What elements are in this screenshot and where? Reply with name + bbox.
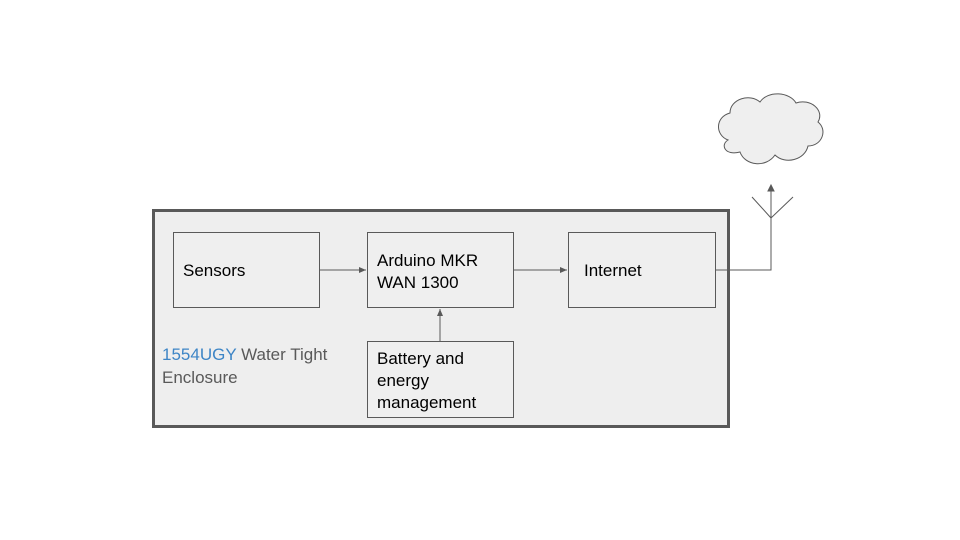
internet-block: Internet — [568, 232, 716, 308]
sensors-label: Sensors — [183, 261, 246, 280]
connector-internet-to-antenna — [716, 218, 772, 271]
sensors-block: Sensors — [173, 232, 320, 308]
cloud-icon — [718, 93, 824, 165]
enclosure-label: 1554UGY Water Tight Enclosure — [162, 343, 362, 389]
battery-label: Battery and energy management — [377, 349, 477, 412]
antenna-icon — [751, 183, 794, 219]
battery-block: Battery and energy management — [367, 341, 514, 418]
enclosure-model: 1554UGY — [162, 345, 237, 364]
enclosure-description: Water Tight Enclosure — [162, 345, 328, 387]
arduino-block: Arduino MKR WAN 1300 — [367, 232, 514, 308]
arduino-label: Arduino MKR WAN 1300 — [377, 251, 479, 292]
internet-label: Internet — [584, 261, 642, 280]
